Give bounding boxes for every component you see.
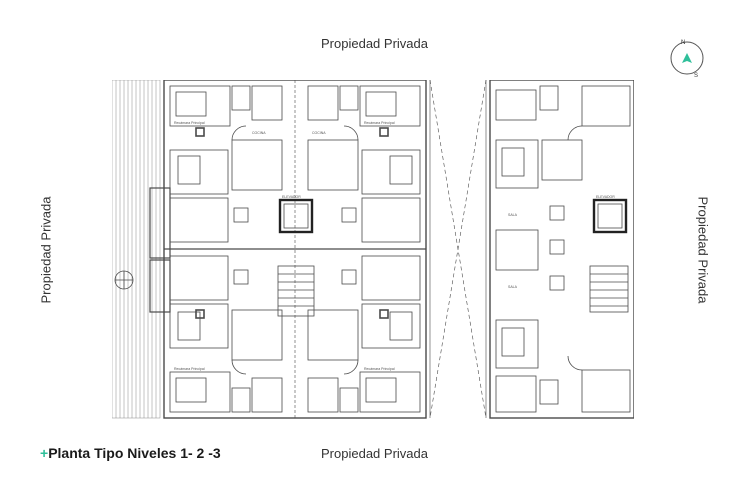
right-building [489, 80, 634, 419]
floor-plan: ELEVADOR ELEVADOR Recámara Principal Rec… [112, 80, 634, 419]
bottom-property-label: Propiedad Privada [321, 446, 428, 461]
left-balcony-blocks [114, 187, 171, 313]
compass-icon: N S [670, 40, 704, 78]
compass-north: N [681, 40, 685, 46]
bedroom-label-tr: Recámara Principal [364, 121, 395, 125]
left-property-label: Propiedad Privada [38, 196, 54, 304]
right-property-label: Propiedad Privada [695, 196, 711, 304]
left-hatched-strip [112, 80, 161, 419]
bedroom-label-bl: Recámara Principal [174, 367, 205, 371]
title-text: Planta Tipo Niveles 1- 2 -3 [48, 445, 221, 461]
top-property-label: Propiedad Privada [321, 36, 428, 51]
living-label-r1: SALA [508, 213, 518, 217]
compass-south: S [694, 73, 698, 78]
elevator-label-right: ELEVADOR [596, 195, 615, 199]
kitchen-label-tl: COCINA [252, 131, 266, 135]
left-building [163, 80, 427, 419]
kitchen-label-tr: COCINA [312, 131, 326, 135]
central-courtyard [429, 80, 487, 419]
plan-title: +Planta Tipo Niveles 1- 2 -3 [40, 445, 221, 461]
bedroom-label-tl: Recámara Principal [174, 121, 205, 125]
title-plus: + [40, 445, 49, 461]
bedroom-label-br: Recámara Principal [364, 367, 395, 371]
living-label-r2: SALA [508, 285, 518, 289]
compass-arrow [682, 53, 692, 63]
elevator-label-left: ELEVADOR [282, 195, 301, 199]
